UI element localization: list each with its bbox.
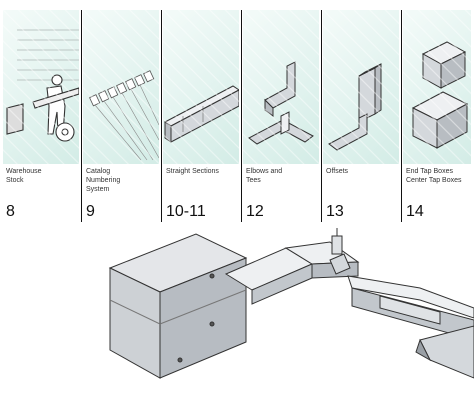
section-tile-straight-sections[interactable]: Straight Sections 10-11 — [163, 10, 239, 222]
section-tile-elbows-tees[interactable]: Elbows and Tees 12 — [243, 10, 319, 222]
busway-illustration — [0, 228, 474, 404]
section-caption: Offsets — [326, 168, 349, 175]
section-caption: Catalog Numbering System — [86, 168, 121, 193]
divider — [81, 10, 82, 222]
divider — [321, 10, 322, 222]
section-tile-warehouse-stock[interactable]: Warehouse Stock 8 — [3, 10, 79, 222]
section-index: Warehouse Stock 8 — [3, 10, 471, 222]
busway-assembly-drawing — [108, 228, 474, 379]
divider — [241, 10, 242, 222]
section-page-number: 9 — [86, 203, 95, 220]
section-page-number: 13 — [326, 203, 344, 220]
section-caption: Warehouse Stock — [6, 168, 42, 184]
divider — [401, 10, 402, 222]
section-tile-catalog-numbering[interactable]: Catalog Numbering System 9 — [83, 10, 159, 222]
section-caption: End Tap Boxes Center Tap Boxes — [406, 168, 462, 184]
section-page-number: 10-11 — [166, 203, 206, 220]
section-caption: Elbows and Tees — [246, 168, 283, 184]
divider — [161, 10, 162, 222]
section-tile-tap-boxes[interactable]: End Tap Boxes Center Tap Boxes 14 — [403, 10, 471, 222]
section-tile-offsets[interactable]: Offsets 13 — [323, 10, 399, 222]
section-page-number: 8 — [6, 203, 15, 220]
section-caption: Straight Sections — [166, 168, 219, 175]
section-page-number: 14 — [406, 203, 424, 220]
section-page-number: 12 — [246, 203, 264, 220]
